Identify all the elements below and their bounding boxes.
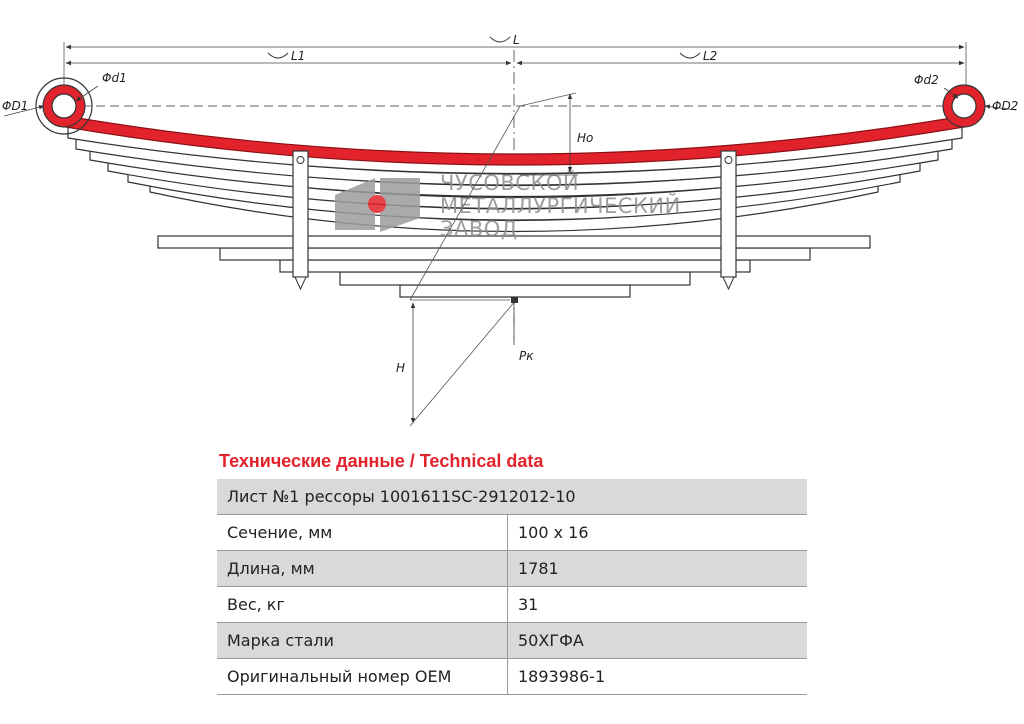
table-title-row: Лист №1 рессоры 1001611SC-2912012-10 xyxy=(217,479,807,515)
dimension-overall-length: L xyxy=(63,33,967,100)
dim-L2-label: L2 xyxy=(703,49,717,63)
row-label: Длина, мм xyxy=(217,550,508,587)
row-label: Вес, кг xyxy=(217,586,508,623)
dim-L-label: L xyxy=(513,33,520,47)
technical-data-table: Лист №1 рессоры 1001611SC-2912012-10 Сеч… xyxy=(217,479,807,695)
watermark-line2: МЕТАЛЛУРГИЧЕСКИЙ xyxy=(440,193,681,218)
row-value: 1893986-1 xyxy=(507,658,807,695)
dim-L1-label: L1 xyxy=(291,49,305,63)
table-row: Длина, мм 1781 xyxy=(217,550,807,587)
dim-Pk-label: Pк xyxy=(519,349,534,363)
table-row: Марка стали 50ХГФА xyxy=(217,622,807,659)
dimension-arc-height: Ho xyxy=(519,92,593,176)
dim-Ho-label: Ho xyxy=(577,131,593,145)
row-value: 100 х 16 xyxy=(507,514,807,551)
table-title: Лист №1 рессоры 1001611SC-2912012-10 xyxy=(217,479,807,515)
technical-data-heading: Технические данные / Technical data xyxy=(219,451,544,471)
table-row: Вес, кг 31 xyxy=(217,586,807,623)
clamp-bolt-left xyxy=(292,150,309,291)
dimension-height: H xyxy=(396,105,521,427)
row-value: 1781 xyxy=(507,550,807,587)
row-label: Сечение, мм xyxy=(217,514,508,551)
table-row: Оригинальный номер OEM 1893986-1 xyxy=(217,658,807,695)
row-label: Оригинальный номер OEM xyxy=(217,658,508,695)
dim-H-label: H xyxy=(396,361,405,375)
table-row: Сечение, мм 100 х 16 xyxy=(217,514,807,551)
dim-d1-label: Φd1 xyxy=(102,71,127,85)
dim-D1-label: ΦD1 xyxy=(2,99,28,113)
watermark-line1: ЧУСОВСКОЙ xyxy=(440,170,579,195)
row-value: 31 xyxy=(507,586,807,623)
dimension-partial-lengths: L1 L2 xyxy=(65,49,965,66)
leaf-spring-drawing: L L1 L2 ΦD1 Φd1 xyxy=(2,33,1018,427)
dim-D2-label: ΦD2 xyxy=(992,99,1018,113)
left-eye: ΦD1 Φd1 xyxy=(2,71,127,135)
right-eye: Φd2 ΦD2 xyxy=(914,73,1018,128)
row-value: 50ХГФА xyxy=(507,622,807,659)
row-label: Марка стали xyxy=(217,622,508,659)
clamp-bolt-right xyxy=(720,150,737,291)
dim-d2-label: Φd2 xyxy=(914,73,939,87)
watermark-logo: ЧУСОВСКОЙ МЕТАЛЛУРГИЧЕСКИЙ ЗАВОД xyxy=(335,170,681,241)
load-indicator: Pк xyxy=(511,297,534,363)
watermark-line3: ЗАВОД xyxy=(440,217,518,241)
